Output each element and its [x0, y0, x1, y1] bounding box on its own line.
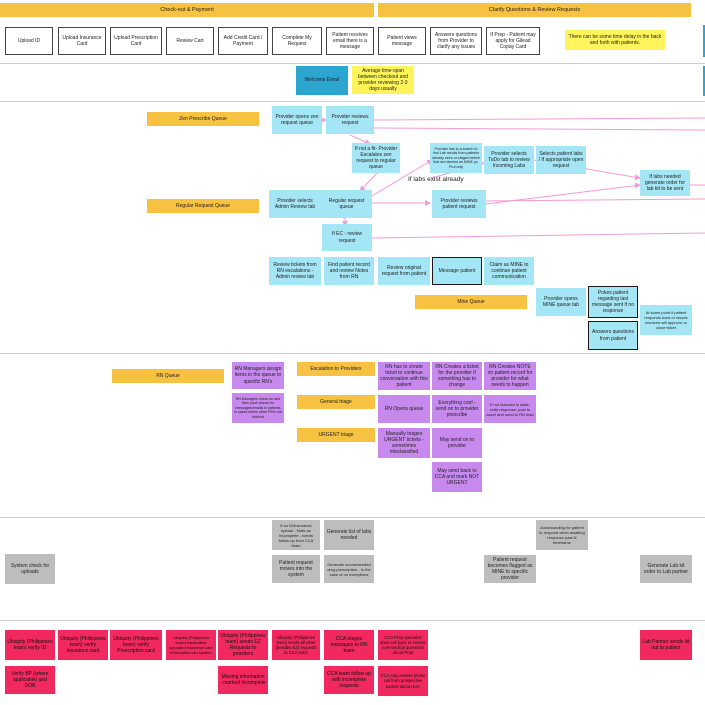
sends-ez-requests[interactable]: Ubiquity (Philippines team) sends EZ Req… — [218, 630, 268, 660]
provider-reviews-request[interactable]: Provider reviews request — [326, 106, 374, 134]
send-to-provider-prescribe[interactable]: Everything cool - send on to provider pr… — [432, 395, 482, 423]
auto-bounding[interactable]: Autobounding for patient to respond when… — [536, 520, 588, 550]
cca-prep-specialist[interactable]: CCA Prep specialist does call back to an… — [378, 630, 428, 660]
welcome-email-step[interactable]: Welcome Email — [296, 66, 348, 95]
rn-opens-queue[interactable]: RN Opens queue — [378, 395, 430, 423]
may-send-to-provider[interactable]: May send on to provider — [432, 428, 482, 458]
verify-insurance[interactable]: Ubiquity (Philippines team) verify insur… — [58, 630, 108, 660]
lane-divider — [0, 620, 705, 621]
verify-bp-dob[interactable]: Verify BP (where applicable) and DOB — [5, 666, 55, 694]
request-moves-system[interactable]: Patient request moves into the system — [272, 555, 320, 583]
rn-queue: RN Queue — [112, 369, 224, 383]
cca-answer-phone[interactable]: CCA may answer phone call from prospecti… — [378, 666, 428, 696]
flagged-as-mine[interactable]: Patient request becomes flagged as MINE … — [484, 555, 536, 583]
verify-prescription[interactable]: Ubiquity (Philippines team) verify Presc… — [110, 630, 162, 660]
labs-exist-label: If labs exist already — [408, 176, 464, 183]
rn-managers-assign[interactable]: RN Managers assign items in the queue to… — [232, 362, 284, 389]
may-send-back-to-cca[interactable]: May send back to CCA and mark NOT URGENT — [432, 462, 482, 492]
lab-search-note: Provider has to a search to find Lab res… — [430, 143, 482, 173]
upload-id-step[interactable]: Upload ID — [5, 27, 53, 55]
manually-triages-urgent[interactable]: Manually triages URGENT tickets - someti… — [378, 428, 430, 458]
lab-partner-sends-kit[interactable]: Lab Partner sends kit out to patient — [640, 630, 692, 660]
review-rn-tickets[interactable]: Review tickets from RN escalations - Adm… — [269, 257, 321, 285]
prep-copay-step[interactable]: If Prep - Patient may apply for Gilead C… — [486, 27, 540, 55]
upload-insurance-step[interactable]: Upload Insurance Card — [58, 27, 106, 55]
opens-mine-queue[interactable]: Provider opens MINE queue tab — [536, 288, 586, 316]
cca-triages-messages[interactable]: CCA triages messages to RN team — [324, 630, 374, 660]
selects-todo-tab[interactable]: Provider selects ToDo tab to review Inco… — [484, 146, 534, 174]
regular-request-queue: Regular Request Queue — [147, 199, 259, 213]
add-credit-card-step[interactable]: Add Credit Card / Payment — [218, 27, 268, 55]
reviews-patient-request[interactable]: Provider reviews patient request — [432, 190, 486, 218]
claim-as-mine[interactable]: Claim as MINE to continue patient commun… — [484, 257, 534, 285]
lane-divider — [0, 63, 705, 64]
message-patient-step[interactable]: Message patient — [432, 257, 482, 285]
system-check-uploads[interactable]: System check for uploads — [5, 554, 55, 584]
lane-divider — [0, 517, 705, 518]
answers-questions-step[interactable]: Answers questions from Provider to clari… — [430, 27, 482, 55]
lane-divider — [0, 101, 705, 102]
receives-email-step[interactable]: Patient receives email there is a messag… — [326, 27, 374, 55]
verify-id[interactable]: Ubiquity (Philippines team) verify ID — [5, 630, 55, 660]
selects-admin-review[interactable]: Provider selects Admin Review tab — [269, 190, 321, 218]
pokes-patient[interactable]: Pokes patient regarding last message sen… — [588, 286, 638, 318]
escalation-to-providers: Escalation to Providers — [297, 362, 375, 376]
complete-request-step[interactable]: Complete My Request — [272, 27, 322, 55]
lane-divider — [0, 353, 705, 354]
approve-or-close-ticket[interactable]: At some point if patient responds back o… — [640, 305, 692, 335]
rn-creates-note[interactable]: RN Creates NOTE on patient record for pr… — [484, 362, 536, 390]
timespan-note: Average time-span between checkout and p… — [352, 66, 414, 94]
selects-patient-labs[interactable]: Selects patient labs / If appropriate op… — [536, 146, 586, 174]
missing-information[interactable]: Missing information - marked Incomplete — [218, 666, 268, 694]
edge-strip — [703, 66, 705, 96]
sends-other-requests[interactable]: Ubiquity (Philippines team) sends all ot… — [272, 630, 320, 660]
cca-follow-up[interactable]: CCA team follow up with incomplete reque… — [324, 666, 374, 694]
generate-recommended-drug[interactable]: Generate recommended drug prescription -… — [324, 555, 374, 583]
header-checkout-payment: Check-out & Payment — [0, 3, 374, 17]
find-patient-record[interactable]: Find patient record and review Notes fro… — [324, 257, 374, 285]
time-delay-note: There can be some time delay in the back… — [565, 30, 665, 50]
generate-labs-list[interactable]: Generate list of labs needed — [324, 520, 374, 550]
upload-prescription-step[interactable]: Upload Prescription Card — [110, 27, 162, 55]
opens-zen-queue[interactable]: Provider opens zen request queue — [272, 106, 322, 134]
header-clarify-review: Clarify Questions & Review Requests — [378, 3, 691, 17]
general-triage: General triage — [297, 395, 375, 409]
rn-create-ticket[interactable]: RN has to create ticket to continue conv… — [378, 362, 430, 390]
mine-queue: Mine Queue — [415, 295, 527, 309]
zen-prescribe-queue: Zen Prescribe Queue — [147, 112, 259, 126]
rn-creates-provider-ticket[interactable]: RN Creates a ticket for the provider if … — [432, 362, 482, 390]
views-message-step[interactable]: Patient views message — [378, 27, 426, 55]
not-licensed-response[interactable]: If not licensed in state, write response… — [484, 395, 536, 423]
mark-incomplete[interactable]: If no ID/insurance upload - Mark as Inco… — [272, 520, 320, 550]
answers-patient-questions[interactable]: Answers questions from patient — [588, 321, 638, 350]
generate-lab-order[interactable]: If labs needed generate order for lab ki… — [640, 170, 690, 196]
generate-lab-kit[interactable]: Generate Lab kit order to Lab partner — [640, 555, 692, 583]
ec-review-request[interactable]: If EC - review request — [322, 224, 372, 251]
transcribes-insurance[interactable]: Ubiquity (Philippines team) transcribes … — [166, 630, 216, 660]
urgent-triage: URGENT triage — [297, 428, 375, 442]
review-original-request[interactable]: Review original request from patient — [378, 257, 430, 285]
rn-managers-check[interactable]: RN Managers check on and then push ahead… — [232, 393, 284, 423]
escalates-to-regular[interactable]: If not a fit- Provider Escalates zen req… — [352, 143, 400, 173]
edge-strip — [703, 25, 705, 57]
regular-request-step[interactable]: Regular request queue — [321, 190, 372, 218]
review-cart-step[interactable]: Review Cart — [166, 27, 214, 55]
